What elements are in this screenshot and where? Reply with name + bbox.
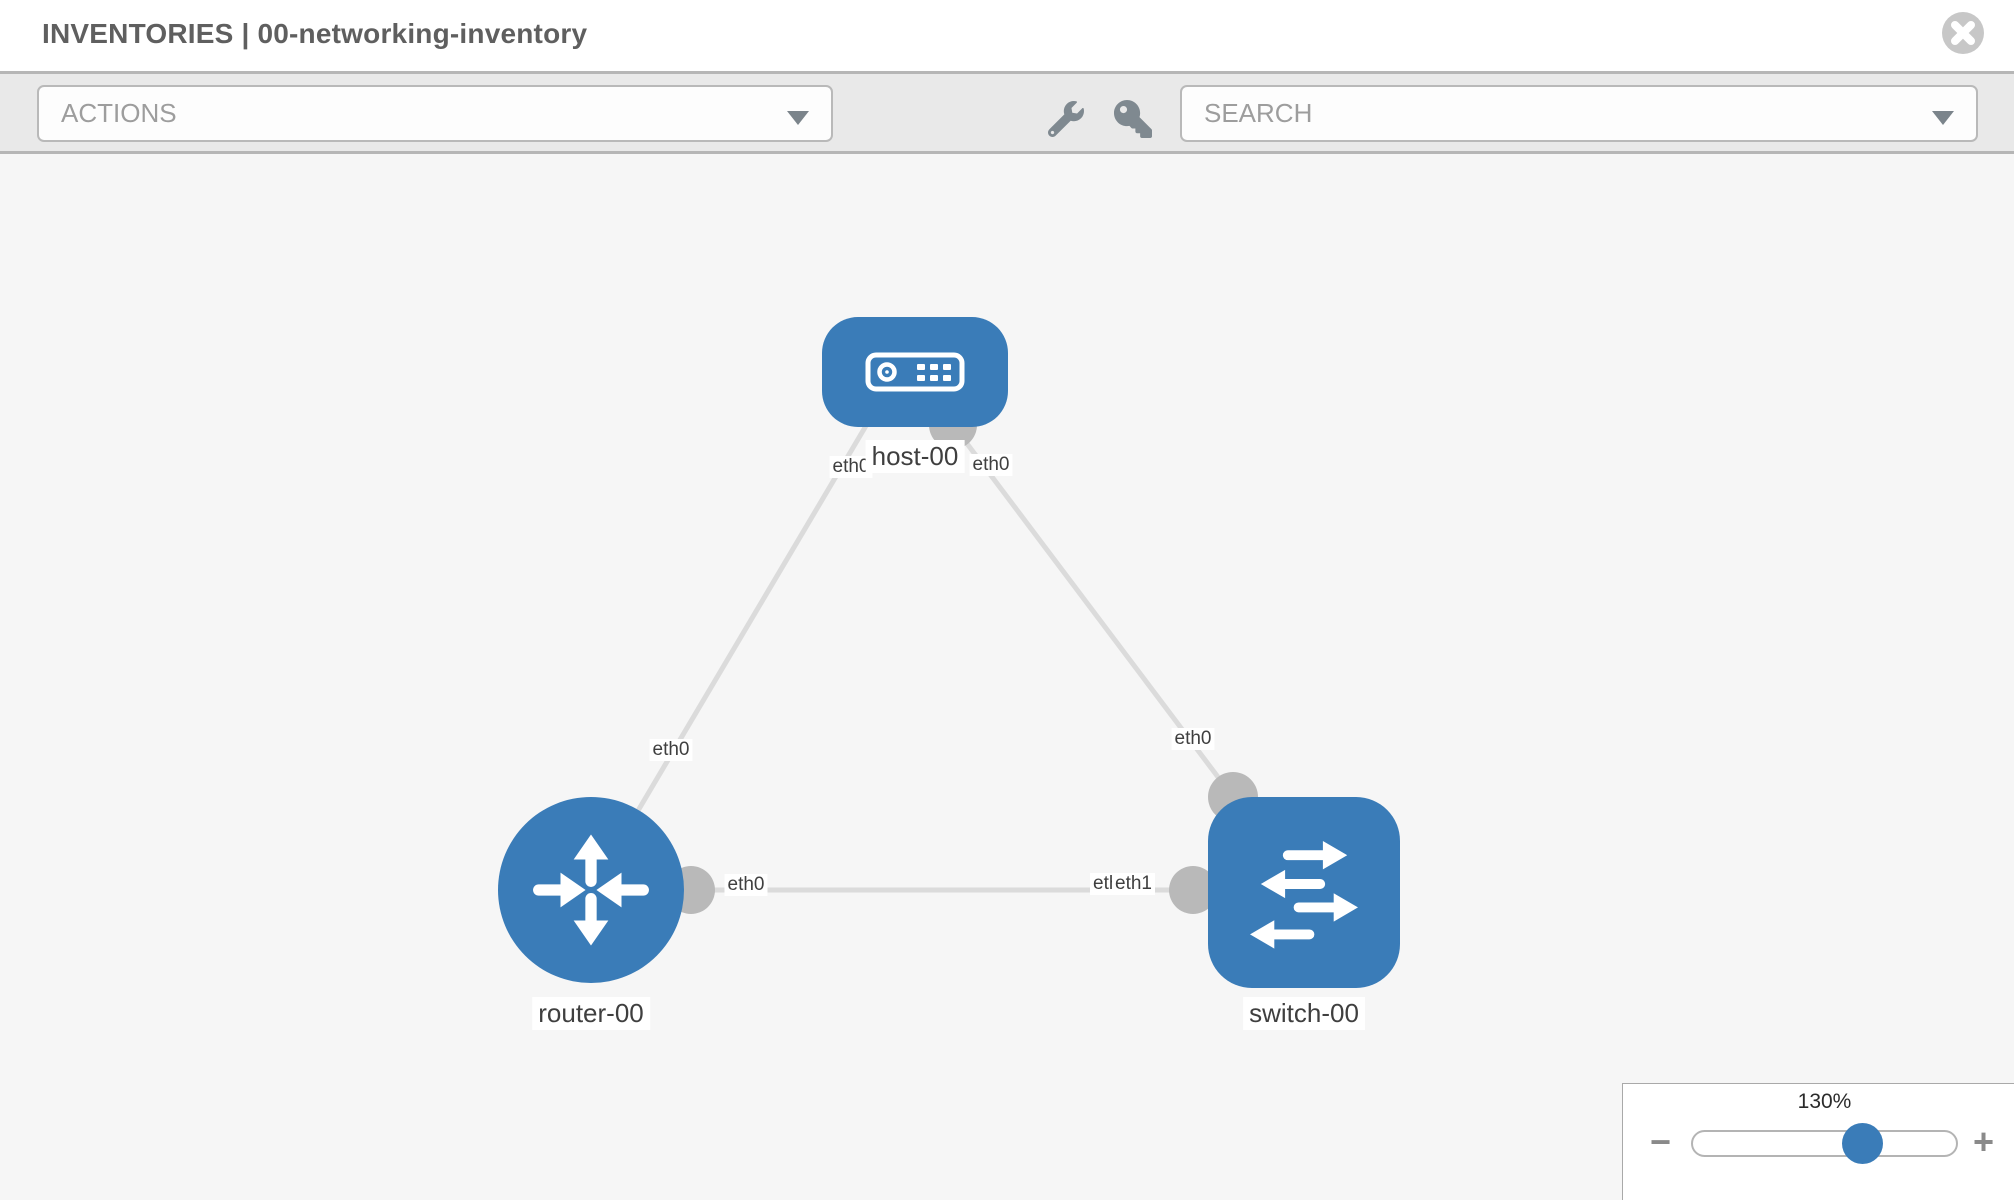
node-label-host: host-00 — [865, 440, 965, 473]
actions-dropdown[interactable]: ACTIONS — [37, 85, 833, 142]
node-label-router: router-00 — [532, 997, 650, 1030]
header: INVENTORIES | 00-networking-inventory — [0, 0, 2014, 71]
key-manage-button[interactable] — [1048, 101, 1084, 137]
node-router-00[interactable] — [498, 797, 684, 983]
credentials-button[interactable] — [1114, 100, 1152, 138]
search-dropdown[interactable]: SEARCH — [1180, 85, 1978, 142]
close-button[interactable] — [1941, 11, 1985, 55]
search-placeholder: SEARCH — [1204, 98, 1313, 128]
topology-canvas[interactable]: host-00 router-00 switch-00 eth0 eth0 et… — [0, 154, 2014, 1200]
router-icon — [533, 834, 649, 946]
iface-label-host-left: eth0 — [829, 456, 873, 478]
chevron-down-icon — [787, 111, 809, 125]
toolbar: ACTIONS SEARCH — [0, 71, 2014, 154]
page-title: INVENTORIES | 00-networking-inventory — [42, 18, 588, 49]
zoom-control-panel: 130% − + — [1622, 1083, 2014, 1200]
zoom-out-button[interactable]: − — [1650, 1121, 1672, 1162]
close-icon — [1942, 12, 1984, 54]
iface-label-router-right: eth0 — [724, 874, 768, 896]
zoom-slider-handle[interactable] — [1842, 1123, 1883, 1164]
actions-dropdown-label: ACTIONS — [61, 98, 177, 128]
zoom-in-button[interactable]: + — [1973, 1121, 1995, 1162]
iface-label-switch-left-front: eth1 — [1112, 873, 1155, 895]
zoom-slider-track[interactable] — [1691, 1130, 1958, 1157]
iface-label-switch-top: eth0 — [1171, 728, 1215, 750]
node-host-00[interactable] — [822, 317, 1008, 427]
switch-icon — [1250, 840, 1358, 949]
links-layer — [588, 401, 1304, 914]
zoom-level-value: 130% — [1797, 1090, 1852, 1113]
host-icon — [865, 352, 965, 392]
node-label-switch: switch-00 — [1243, 997, 1365, 1030]
node-switch-00[interactable] — [1208, 797, 1400, 988]
port-dot-switch-left — [1169, 866, 1217, 914]
iface-label-router-top: eth0 — [649, 739, 693, 761]
key-icon — [1114, 100, 1152, 138]
iface-label-host-right: eth0 — [969, 454, 1013, 476]
wrench-icon — [1048, 101, 1084, 137]
chevron-down-icon — [1932, 111, 1954, 125]
